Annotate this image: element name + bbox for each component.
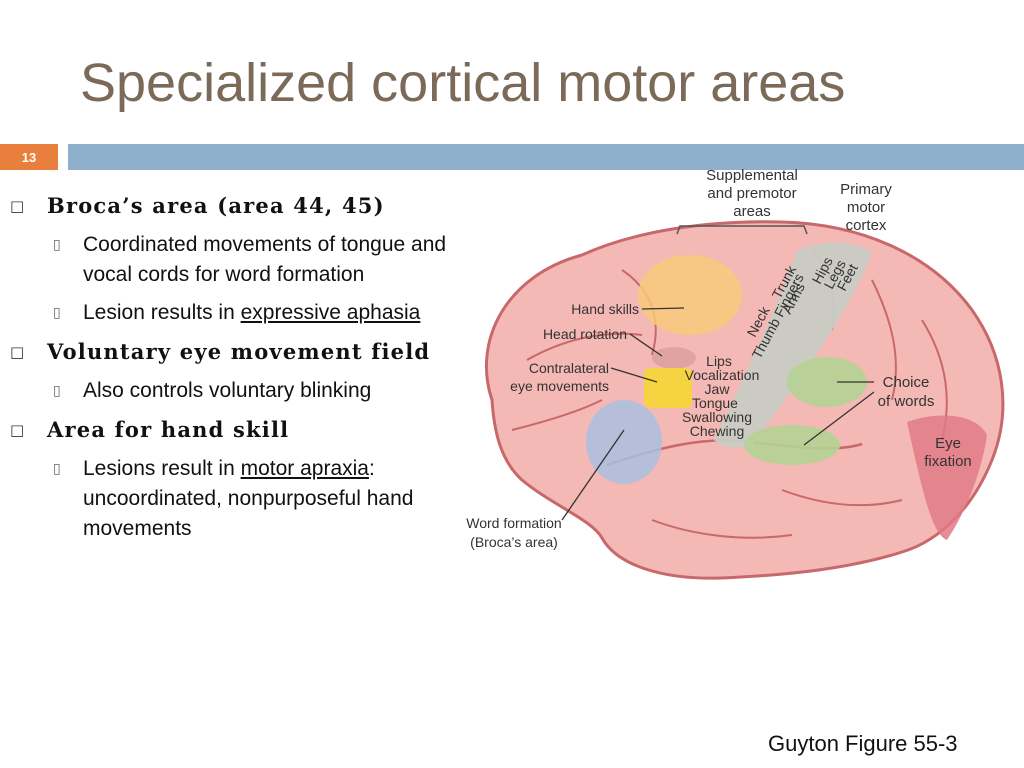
gyrus-line [511, 399, 603, 431]
sub-bullet-text: Coordinated movements of tongue and voca… [83, 233, 447, 286]
label-primary-motor: motor [847, 199, 885, 216]
leader-line [610, 367, 658, 383]
brain-figure: Supplemental and premotor areas Primary … [452, 160, 1024, 600]
label-primary-motor: cortex [846, 217, 887, 234]
leader-line [561, 429, 625, 521]
sub-bullet-text: Lesions result in [83, 457, 241, 480]
bullet-text: Broca’s area (area 44, 45) [47, 193, 385, 218]
leader-line [641, 307, 685, 310]
label-head-rotation: Head rotation [543, 326, 627, 342]
label-eye-fixation: Eye [935, 435, 961, 452]
bullet-marker-icon: □ [10, 343, 25, 361]
motor-list-item: Vocalization [685, 367, 760, 383]
label-hand-skills: Hand skills [571, 301, 639, 317]
motor-list-item: Tongue [692, 395, 738, 411]
slide-title: Specialized cortical motor areas [80, 53, 846, 113]
bullet-marker-icon: □ [10, 421, 25, 439]
gyrus-line [781, 489, 903, 507]
label-supplemental: areas [733, 203, 771, 220]
sub-bullet: ▯ Lesion results in expressive aphasia [10, 298, 450, 328]
label-choice-of-words: of words [878, 393, 935, 410]
broca-area-region [586, 400, 662, 484]
label-primary-motor: Primary [840, 181, 892, 198]
label-contralateral: Contralateral [529, 360, 609, 376]
leader-line [803, 391, 875, 446]
leader-line [629, 333, 663, 357]
label-word-formation: Word formation [466, 515, 561, 531]
motor-list-item: Jaw [705, 381, 731, 397]
sub-bullet-marker-icon: ▯ [53, 383, 61, 399]
brain-diagram: Supplemental and premotor areas Primary … [466, 167, 1005, 580]
label-eye-fixation: fixation [924, 453, 972, 470]
label-word-formation: (Broca’s area) [470, 534, 558, 550]
sub-bullet: ▯ Coordinated movements of tongue and voc… [10, 230, 450, 290]
eye-movement-region [644, 368, 692, 408]
motor-cortex-strip [714, 242, 872, 448]
label-choice-of-words: Choice [883, 374, 930, 391]
link-expressive-aphasia[interactable]: expressive aphasia [240, 301, 421, 324]
bullet-marker-icon: □ [10, 197, 25, 215]
sub-bullet-marker-icon: ▯ [53, 305, 61, 321]
bullet-hand-skill: □ Area for hand skill [10, 414, 450, 446]
label-supplemental: and premotor [707, 185, 796, 202]
choice-of-words-upper-region [787, 357, 867, 407]
sub-bullet-text: Lesion results in [83, 301, 241, 324]
sub-bullet: ▯ Lesions result in motor apraxia: uncoor… [10, 454, 450, 544]
link-motor-apraxia[interactable]: motor apraxia [240, 457, 369, 480]
bullet-broca: □ Broca’s area (area 44, 45) [10, 190, 450, 222]
sub-bullet-marker-icon: ▯ [53, 237, 61, 253]
choice-of-words-lower-region [744, 425, 840, 465]
sub-bullet-text: Also controls voluntary blinking [83, 379, 372, 402]
bullet-text: Voluntary eye movement field [47, 339, 431, 364]
sub-bullet-marker-icon: ▯ [53, 461, 61, 477]
citation: Guyton Figure 55-3 [768, 731, 958, 756]
gyrus-line [526, 332, 643, 361]
label-contralateral: eye movements [510, 378, 609, 394]
motor-list-item: Chewing [690, 423, 744, 439]
sub-bullet-text-tail: : uncoordinated, nonpurposeful hand move… [83, 457, 414, 540]
header-bar [68, 144, 1024, 170]
label-supplemental: Supplemental [706, 167, 798, 184]
slide-number: 13 [0, 144, 58, 170]
gyrus-line [871, 279, 897, 401]
head-rotation-region [652, 347, 696, 369]
bullet-eye-field: □ Voluntary eye movement field [10, 336, 450, 368]
supplemental-bracket [676, 225, 808, 235]
motor-list-item: Lips [706, 353, 732, 369]
bullet-list: □ Broca’s area (area 44, 45) ▯ Coordinated… [10, 190, 450, 552]
hand-skills-region [638, 255, 742, 335]
bullet-text: Area for hand skill [47, 417, 290, 442]
gyrus-line [651, 519, 793, 539]
eye-fixation-region [907, 415, 987, 540]
sub-bullet: ▯ Also controls voluntary blinking [10, 376, 450, 406]
motor-list-item: Swallowing [682, 409, 752, 425]
